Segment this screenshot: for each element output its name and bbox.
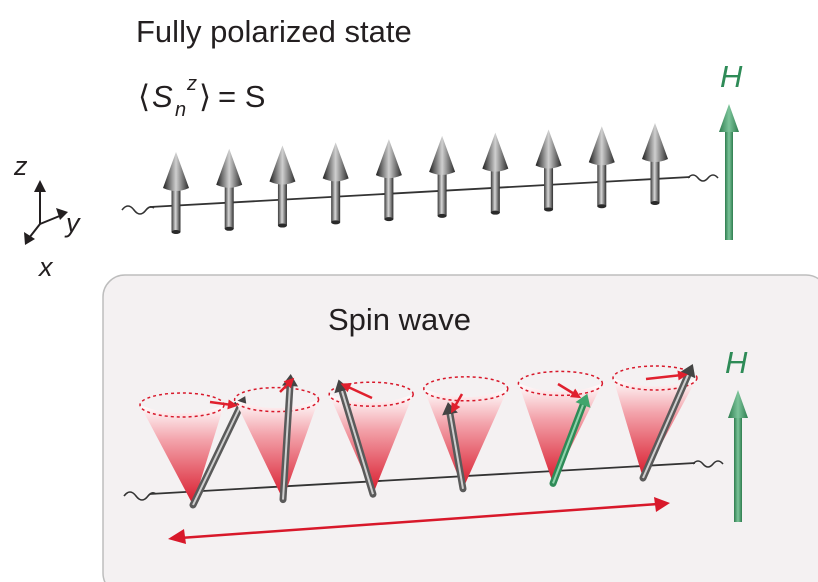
bottom-field-label: H [725, 345, 748, 380]
spin-cone [328, 379, 414, 498]
spin-arrow [642, 123, 668, 205]
axis-z-label: z [13, 151, 28, 181]
spin-arrow [429, 135, 456, 218]
spin-cone [612, 364, 698, 482]
eq-rhs: = S [218, 79, 265, 114]
spin-arrow [216, 148, 243, 231]
bottom-chain-line [123, 460, 724, 501]
spin-arrow [163, 152, 189, 234]
bottom-title: Spin wave [328, 302, 471, 337]
top-title: Fully polarized state [136, 14, 412, 49]
spin-arrow [588, 126, 615, 209]
precession-cones [139, 364, 698, 509]
spin-arrow [375, 139, 402, 222]
axis-x-label: x [37, 252, 54, 282]
top-field-label: H [720, 59, 743, 94]
eq-symbol-s: S [152, 79, 173, 114]
precession-arrow [645, 373, 683, 381]
axes-icon: z y x [13, 151, 81, 282]
wavelength-arrow [168, 497, 670, 544]
eq-subscript-n: n [175, 99, 186, 121]
spin-cone [517, 370, 604, 487]
top-chain-line [121, 174, 719, 215]
spin-cone [423, 376, 509, 493]
spin-arrow [269, 145, 296, 228]
spin-arrow [482, 132, 509, 215]
top-field-arrow [719, 104, 739, 240]
expectation-equation: ⟨ S n z ⟩ = S [138, 73, 265, 121]
top-spins [163, 123, 668, 234]
precession-arrow [345, 384, 373, 400]
spin-arrow [535, 129, 562, 212]
eq-superscript-z: z [186, 73, 197, 95]
svg-text:⟩: ⟩ [199, 79, 211, 114]
svg-text:⟨: ⟨ [138, 79, 150, 114]
axis-y-label: y [64, 208, 81, 238]
spin-cone [233, 374, 320, 504]
bottom-field-arrow [728, 390, 748, 522]
spin-arrow [322, 142, 349, 225]
